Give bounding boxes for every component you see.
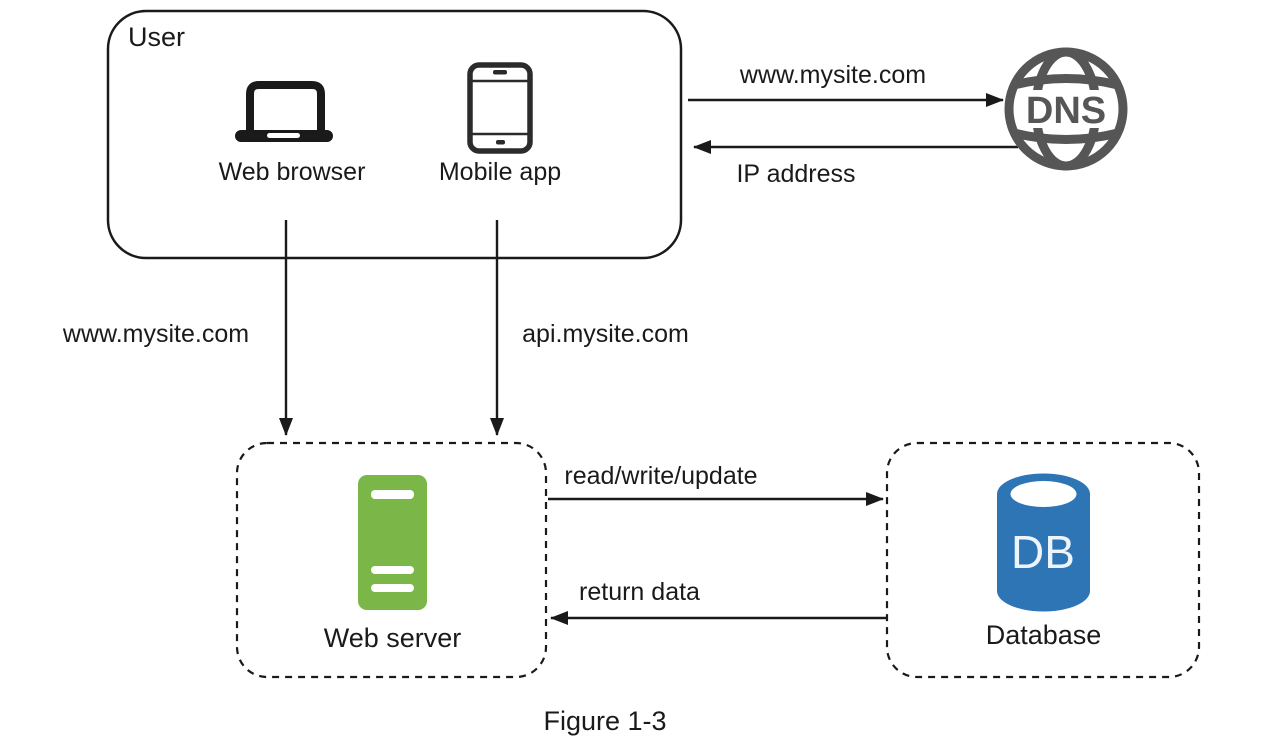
web-server-icon bbox=[358, 475, 427, 610]
db-to-server-label: return data bbox=[579, 578, 700, 606]
user-box-outline bbox=[106, 9, 683, 260]
mobile-phone-icon bbox=[467, 62, 533, 154]
server-to-db-label: read/write/update bbox=[564, 462, 758, 490]
user-box-title: User bbox=[128, 22, 186, 52]
browser-request-label: www.mysite.com bbox=[62, 320, 250, 348]
dns-response-label: IP address bbox=[736, 160, 856, 188]
mobile-app-label: Mobile app bbox=[438, 158, 562, 186]
laptop-icon bbox=[235, 81, 333, 142]
database-label: Database bbox=[985, 620, 1102, 650]
database-cylinder-icon: DB bbox=[997, 473, 1090, 612]
dns-globe-icon: DNS bbox=[1004, 47, 1128, 171]
figure-caption: Figure 1-3 bbox=[543, 706, 667, 736]
web-server-box-outline bbox=[235, 441, 548, 679]
dns-request-label: www.mysite.com bbox=[739, 61, 927, 89]
mobile-request-label: api.mysite.com bbox=[522, 320, 689, 348]
dns-icon-text: DNS bbox=[1026, 90, 1106, 132]
web-server-label: Web server bbox=[323, 623, 462, 653]
db-icon-text: DB bbox=[1011, 526, 1075, 578]
web-browser-label: Web browser bbox=[218, 158, 366, 186]
